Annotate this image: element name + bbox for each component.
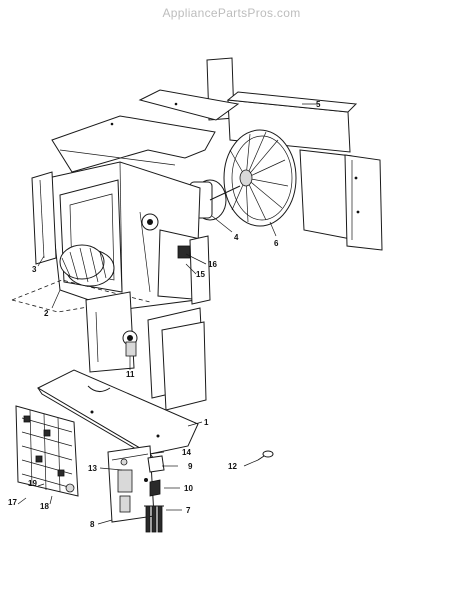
left-side-panel bbox=[31, 171, 57, 265]
callout-13: 13 bbox=[88, 464, 97, 473]
callout-19: 19 bbox=[28, 479, 37, 488]
leader-lines bbox=[17, 103, 320, 525]
callout-7: 7 bbox=[186, 506, 191, 515]
chassis-housing bbox=[47, 161, 211, 311]
callout-11: 11 bbox=[126, 370, 135, 379]
partition-panel bbox=[85, 291, 207, 411]
callout-1: 1 bbox=[204, 418, 209, 427]
callout-17: 17 bbox=[8, 498, 17, 507]
top-panel bbox=[51, 89, 240, 173]
blower-wheel bbox=[59, 244, 115, 287]
heater-element bbox=[144, 505, 164, 533]
callout-16: 16 bbox=[208, 260, 217, 269]
blower-alignment-line-2 bbox=[11, 299, 131, 313]
blower-alignment-line bbox=[11, 279, 151, 303]
watermark: AppliancePartsPros.com bbox=[162, 6, 301, 20]
callout-8: 8 bbox=[90, 520, 95, 529]
callout-5: 5 bbox=[316, 100, 321, 109]
callout-18: 18 bbox=[40, 502, 49, 511]
callout-12: 12 bbox=[228, 462, 237, 471]
callout-9: 9 bbox=[188, 462, 193, 471]
callout-3: 3 bbox=[32, 265, 37, 274]
callout-2: 2 bbox=[44, 309, 49, 318]
callout-6: 6 bbox=[274, 239, 279, 248]
power-cord-strain-relief bbox=[257, 450, 274, 461]
callout-15: 15 bbox=[196, 270, 205, 279]
control-box bbox=[107, 445, 165, 523]
condenser-fan-blade bbox=[223, 129, 297, 227]
callout-14: 14 bbox=[182, 448, 191, 457]
callout-10: 10 bbox=[184, 484, 193, 493]
evaporator-coil bbox=[15, 405, 79, 497]
callout-4: 4 bbox=[234, 233, 239, 242]
